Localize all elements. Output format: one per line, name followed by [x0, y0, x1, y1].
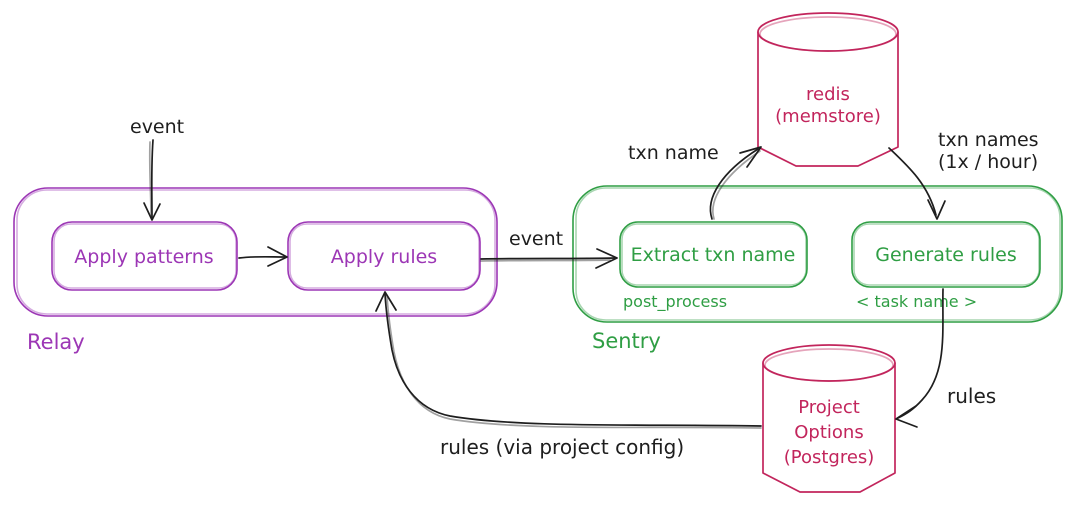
- arrow-postgres-to-relay: rules (via project config): [375, 291, 762, 459]
- project-options-cylinder-top-sketch: [764, 348, 894, 382]
- project-options-datastore: Project Options (Postgres): [762, 344, 896, 493]
- generate-rules-border: [851, 221, 1041, 288]
- arrow-stroke: [384, 293, 762, 427]
- apply-patterns-node: Apply patterns: [51, 221, 238, 291]
- arrow-stroke: [238, 255, 286, 259]
- generate-rules-node: Generate rules < task name >: [851, 221, 1041, 311]
- arrow-extract-to-redis: txn name: [628, 142, 762, 220]
- arrow-stroke-sketch: [712, 150, 761, 220]
- arrow-stroke-sketch: [386, 295, 762, 429]
- extract-txn-name-node: Extract txn name post_process: [619, 221, 808, 312]
- arrow-relay-to-sentry: event: [480, 228, 618, 269]
- arrow-stroke: [888, 147, 937, 216]
- arrow-head: [375, 291, 397, 312]
- arrow-stroke-sketch: [480, 259, 611, 262]
- relay-label: Relay: [27, 330, 85, 354]
- redis-cylinder-body: [757, 31, 899, 167]
- event-in-label: event: [130, 116, 184, 138]
- project-options-line2: Options: [794, 422, 863, 443]
- arrow-stroke-sketch: [148, 141, 152, 218]
- sentry-container-border: [572, 185, 1063, 323]
- arrow-head: [927, 199, 946, 220]
- arrow-head: [595, 248, 618, 269]
- project-options-line1: Project: [798, 397, 860, 418]
- generate-rules-border-sketch: [853, 223, 1040, 286]
- redis-subtitle: (memstore): [775, 106, 881, 127]
- relay-container-border: [13, 187, 498, 317]
- apply-rules-node: Apply rules: [287, 221, 481, 291]
- arrow-event-in: event: [130, 116, 184, 221]
- project-options-cylinder-body: [762, 362, 896, 493]
- post-process-label: post_process: [623, 292, 727, 312]
- event-mid-label: event: [509, 228, 563, 250]
- arrow-redis-to-generate: txn names (1x / hour): [888, 129, 1039, 220]
- arrow-stroke: [150, 139, 154, 220]
- extract-txn-name-label: Extract txn name: [631, 244, 796, 266]
- project-options-line3: (Postgres): [784, 447, 875, 468]
- arrow-head: [739, 146, 762, 168]
- extract-txn-name-border: [619, 221, 808, 288]
- generate-rules-label: Generate rules: [875, 244, 1017, 266]
- sentry-container-border-sketch: [575, 187, 1061, 321]
- project-options-cylinder-top: [762, 344, 896, 382]
- arrow-patterns-to-rules: [238, 246, 288, 267]
- arrow-head: [143, 202, 161, 221]
- redis-name: redis: [806, 84, 850, 105]
- arrow-stroke: [897, 288, 944, 419]
- extract-txn-name-border-sketch: [621, 223, 807, 286]
- txn-names-label-line2: (1x / hour): [938, 151, 1038, 173]
- rules-via-config-label: rules (via project config): [440, 435, 684, 459]
- arrow-stroke: [709, 148, 759, 220]
- apply-patterns-border: [51, 221, 238, 291]
- arrow-stroke: [480, 257, 616, 260]
- arrow-head: [895, 405, 918, 428]
- apply-rules-border: [287, 221, 481, 291]
- apply-patterns-border-sketch: [53, 223, 237, 289]
- txn-name-label: txn name: [628, 142, 719, 164]
- rules-label: rules: [947, 384, 996, 408]
- txn-names-label-line1: txn names: [938, 129, 1039, 151]
- redis-cylinder-top-sketch: [759, 16, 897, 52]
- arrow-generate-to-postgres: rules: [895, 288, 996, 428]
- arrow-head: [267, 246, 288, 267]
- redis-datastore: redis (memstore): [757, 12, 899, 167]
- redis-cylinder-top: [757, 12, 899, 52]
- sentry-label: Sentry: [592, 329, 661, 353]
- apply-patterns-label: Apply patterns: [74, 246, 213, 268]
- relay-container-border-sketch: [16, 189, 496, 315]
- apply-rules-label: Apply rules: [331, 246, 437, 268]
- apply-rules-border-sketch: [289, 223, 480, 289]
- relay-container: Relay Apply patterns Apply rules: [13, 187, 498, 354]
- sentry-container: Sentry Extract txn name post_process Gen…: [572, 185, 1063, 353]
- task-name-label: < task name >: [856, 292, 977, 311]
